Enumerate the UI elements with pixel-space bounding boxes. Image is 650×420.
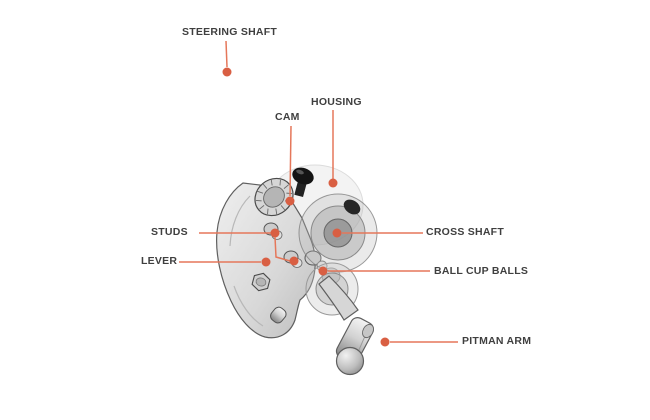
callout-steering-shaft-line (225, 40, 228, 68)
callout-ball-cup-balls-dot (318, 266, 328, 276)
callout-pitman-arm (380, 337, 458, 347)
label-steering-shaft: STEERING SHAFT (182, 26, 278, 38)
label-pitman-arm: PITMAN ARM (462, 335, 532, 347)
callout-lever-dot (261, 257, 271, 267)
callout-housing-dot (328, 178, 338, 188)
label-housing: HOUSING (311, 96, 362, 108)
callout-cam-line (289, 125, 292, 197)
ball-joint (335, 346, 365, 376)
pitman-arm-boss (362, 323, 374, 339)
label-ball-cup-balls: BALL CUP BALLS (434, 265, 529, 277)
label-cross-shaft: CROSS SHAFT (426, 226, 505, 238)
callout-steering-shaft-dot (222, 67, 232, 77)
callout-studs-dot (270, 228, 280, 238)
stud-bottom (270, 306, 287, 324)
grease-cap (292, 167, 314, 198)
label-cam: CAM (275, 111, 300, 123)
housing-plate-contour (229, 195, 264, 327)
callout-cam-dot (285, 196, 295, 206)
callout-studs (199, 228, 299, 266)
callout-lever (179, 257, 271, 267)
callouts (179, 40, 458, 347)
label-studs: STUDS (151, 226, 188, 238)
callout-housing (328, 110, 338, 188)
cross-shaft-cap (343, 199, 361, 215)
callout-cam (285, 125, 295, 206)
callout-cross-shaft (332, 228, 423, 238)
callout-pitman-arm-dot (380, 337, 390, 347)
label-lever: LEVER (141, 255, 178, 267)
adjusting-ring (254, 177, 294, 217)
callout-cross-shaft-dot (332, 228, 342, 238)
pitman-arm-part (318, 275, 374, 376)
callout-ball-cup-balls (318, 266, 430, 276)
callout-steering-shaft (222, 40, 232, 77)
callout-studs-dot-2 (289, 256, 299, 266)
hex-bolt (251, 272, 271, 292)
callout-studs-branch-line (274, 236, 291, 262)
